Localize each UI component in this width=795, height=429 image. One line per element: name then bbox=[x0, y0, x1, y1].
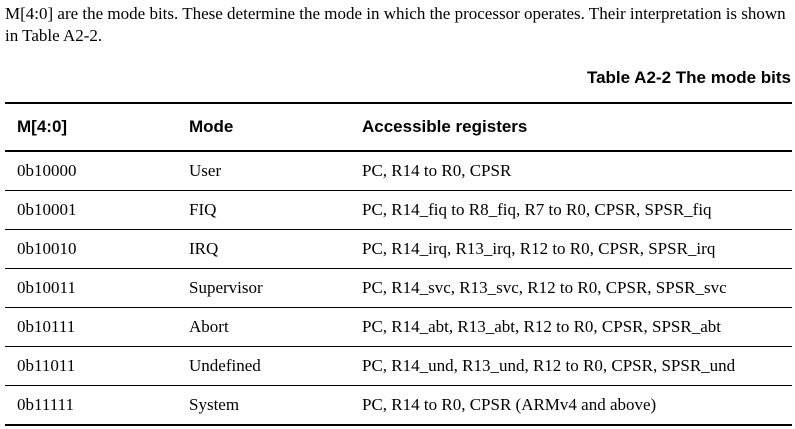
cell-registers: PC, R14 to R0, CPSR (ARMv4 and above) bbox=[362, 395, 657, 414]
cell-mode-bits: 0b10011 bbox=[5, 268, 177, 308]
cell-registers: PC, R14_abt, R13_abt, R12 to R0, CPSR, S… bbox=[350, 307, 792, 347]
cell-mode-bits: 0b11011 bbox=[5, 346, 177, 386]
table-row: 0b10010 IRQ PC, R14_irq, R13_irq, R12 to… bbox=[5, 229, 792, 269]
cell-registers: PC, R14_und, R13_und, R12 to R0, CPSR, S… bbox=[350, 346, 792, 386]
cell-mode: Abort bbox=[177, 307, 350, 347]
column-header-accessible-registers: Accessible registers bbox=[350, 103, 792, 152]
cell-registers: PC, R14_fiq to R8_fiq, R7 to R0, CPSR, S… bbox=[350, 190, 792, 230]
table-row: 0b10000 User PC, R14 to R0, CPSR bbox=[5, 151, 792, 191]
cell-registers: PC, R14_irq, R13_irq, R12 to R0, CPSR, S… bbox=[350, 229, 792, 269]
cell-mode: System bbox=[189, 395, 240, 414]
intro-paragraph: M[4:0] are the mode bits. These determin… bbox=[5, 4, 786, 45]
table-row: 0b11011 Undefined PC, R14_und, R13_und, … bbox=[5, 346, 792, 386]
column-header-mode-bits: M[4:0] bbox=[5, 103, 177, 152]
table-row: 0b10011 Supervisor PC, R14_svc, R13_svc,… bbox=[5, 268, 792, 308]
cell-mode: Undefined bbox=[177, 346, 350, 386]
mode-bits-table: M[4:0] Mode Accessible registers 0b10000… bbox=[5, 102, 792, 426]
cell-registers: PC, R14_svc, R13_svc, R12 to R0, CPSR, S… bbox=[350, 268, 792, 308]
table-caption: Table A2-2 The mode bits bbox=[586, 68, 791, 87]
cell-mode: User bbox=[177, 151, 350, 191]
table-row: 0b11111 System PC, R14 to R0, CPSR (ARMv… bbox=[5, 386, 792, 426]
cell-mode-bits: 0b11111 bbox=[17, 395, 74, 414]
cell-mode: IRQ bbox=[177, 229, 350, 269]
table-row: 0b10001 FIQ PC, R14_fiq to R8_fiq, R7 to… bbox=[5, 190, 792, 230]
cell-mode: Supervisor bbox=[177, 268, 350, 308]
column-header-mode: Mode bbox=[177, 103, 350, 152]
cell-mode-bits: 0b10111 bbox=[5, 307, 177, 347]
cell-mode-bits: 0b10000 bbox=[5, 151, 177, 191]
cell-mode-bits: 0b10010 bbox=[5, 229, 177, 269]
table-row: 0b10111 Abort PC, R14_abt, R13_abt, R12 … bbox=[5, 307, 792, 347]
table-header-row: M[4:0] Mode Accessible registers bbox=[5, 103, 792, 152]
cell-mode-bits: 0b10001 bbox=[5, 190, 177, 230]
cell-mode: FIQ bbox=[177, 190, 350, 230]
cell-registers: PC, R14 to R0, CPSR bbox=[350, 151, 792, 191]
